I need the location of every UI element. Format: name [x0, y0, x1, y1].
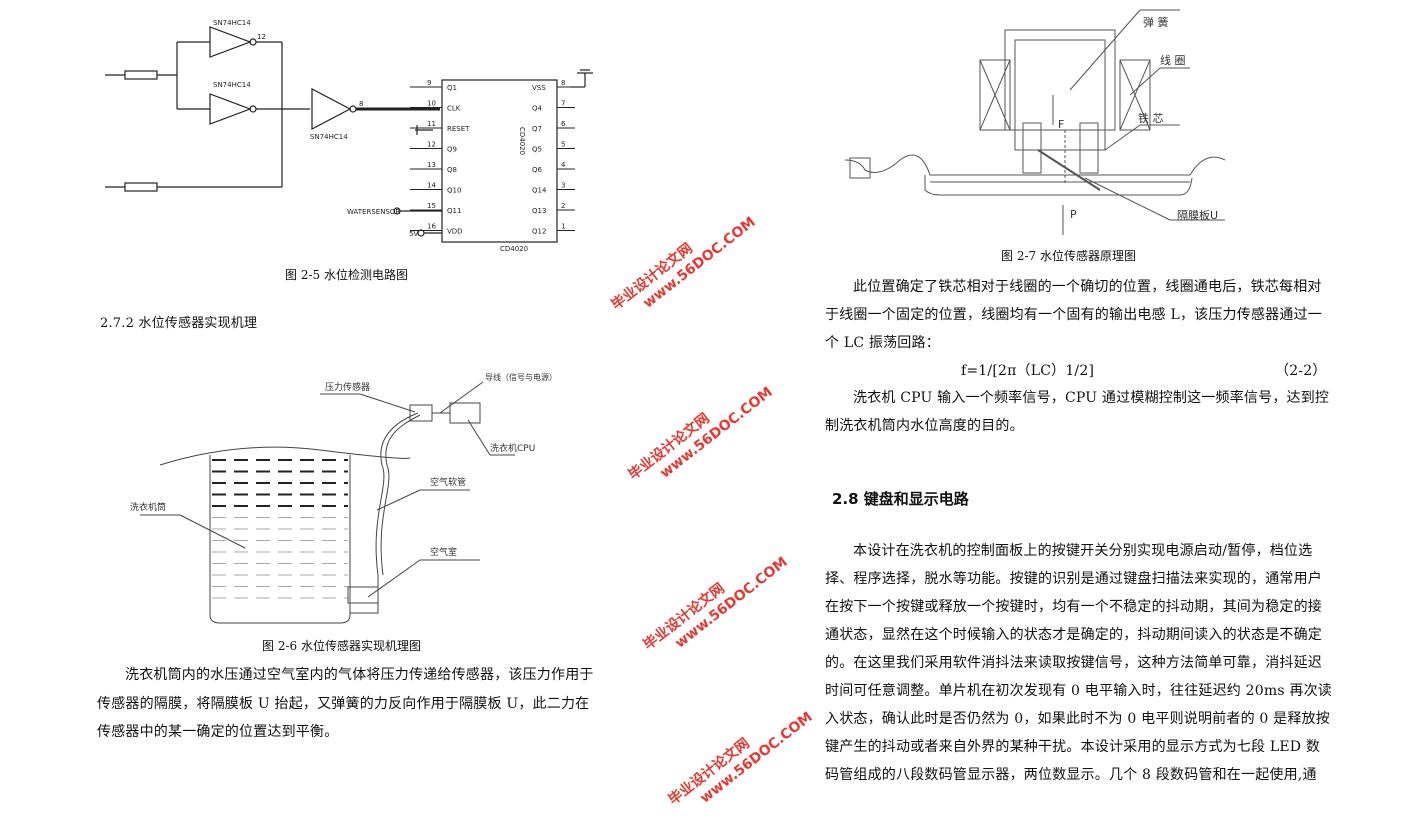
text-line: 键产生的抖动或者来自外界的某种干扰。本设计采用的显示方式为七段 LED 数 [825, 739, 1321, 755]
text-line: 时间可任意调整。单片机在初次发现有 0 电平输入时，往往延迟约 20ms 再次读 [825, 683, 1332, 699]
pin-number: 4 [561, 161, 566, 169]
section-2-8-heading: 2.8 键盘和显示电路 [832, 490, 969, 508]
chip-bottom-label: CD4020 [500, 245, 528, 253]
pin-label: Q12 [532, 228, 546, 236]
label-diaphragm-plate: 隔膜板U [1177, 208, 1218, 222]
pin-number: 6 [561, 120, 566, 128]
pin-label: Q1 [447, 84, 457, 92]
pin-label: Q9 [447, 146, 457, 154]
pin-label: Q11 [447, 207, 461, 215]
figure-2-6-diagram: 压力传感器 导线（信号与电源） 洗衣机CPU 空气软管 洗衣机筒 空气室 [130, 372, 557, 624]
label-pressure-p: P [1070, 208, 1077, 221]
pin-label: Q10 [447, 187, 461, 195]
pin-number: 14 [427, 182, 436, 190]
5v-label: 5V [409, 230, 418, 238]
pin-number: 2 [561, 202, 565, 210]
text-line: 通状态，显然在这个时候输入的状态才是确定的，抖动期间读入的状态是不确定 [825, 627, 1322, 643]
figure-2-6-caption: 图 2-6 水位传感器实现机理图 [262, 639, 421, 653]
chip-name: CD4020 [518, 127, 526, 155]
figure-2-7-diagram: 弹 簧 线 圈 铁 芯 隔膜板U F P [844, 9, 1226, 235]
pin-number: 10 [427, 100, 436, 108]
pin-8: 8 [359, 100, 363, 108]
text-line: 传感器中的某一确定的位置达到平衡。 [97, 724, 339, 740]
formula-number: （2-2） [1275, 363, 1327, 379]
text-line: 洗衣机 CPU 输入一个频率信号，CPU 通过模糊控制这一频率信号，达到控 [853, 390, 1330, 406]
label-tub: 洗衣机筒 [130, 501, 166, 513]
watermark-url: www.56DOC.COM [640, 214, 759, 312]
text-line: 个 LC 振荡回路： [825, 335, 940, 351]
text-line: 制洗衣机筒内水位高度的目的。 [825, 418, 1024, 434]
label-pressure-sensor: 压力传感器 [325, 381, 370, 393]
section-2-7-2-heading: 2.7.2 水位传感器实现机理 [100, 316, 258, 331]
watersensor-label: WATERSENSOR [347, 208, 400, 216]
pin-label: Q8 [447, 166, 457, 174]
gate3-label: SN74HC14 [310, 133, 348, 141]
pin-number: 5 [561, 141, 565, 149]
label-force-f: F [1058, 118, 1064, 131]
pin-number: 11 [427, 120, 436, 128]
pin-label: Q5 [532, 146, 542, 154]
label-cpu: 洗衣机CPU [490, 442, 535, 454]
watermark-url: www.56DOC.COM [697, 709, 816, 807]
pin-number: 15 [427, 202, 436, 210]
text-line: 于线圈一个固定的位置，线圈均有一个固有的输出电感 L，该压力传感器通过一 [825, 307, 1322, 323]
pin-label: VSS [532, 84, 546, 92]
gate2-label: SN74HC14 [213, 81, 251, 89]
pin-label: CLK [447, 105, 461, 113]
figure-2-5-circuit: SN74HC14 SN74HC14 SN74HC14 12 8 WATERSEN… [105, 19, 593, 253]
text-line: 此位置确定了铁芯相对于线圈的一个确切的位置，线圈通电后，铁芯每相对 [853, 279, 1322, 295]
formula: f=1/[2π（LC）1/2] [961, 363, 1095, 379]
figure-2-5-caption: 图 2-5 水位检测电路图 [285, 268, 408, 282]
pin-label: Q14 [532, 187, 547, 195]
text-line: 在按下一个按键或释放一个按键时，均有一个不稳定的抖动期，其间为稳定的接 [825, 599, 1322, 615]
pin-number: 9 [427, 79, 431, 87]
label-coil: 线 圈 [1160, 53, 1186, 67]
text-line: 洗衣机筒内的水压通过空气室内的气体将压力传递给传感器，该压力作用于 [125, 667, 594, 683]
pin-number: 12 [427, 141, 436, 149]
label-spring: 弹 簧 [1143, 15, 1169, 29]
pin-number: 8 [561, 79, 565, 87]
figure-2-7-caption: 图 2-7 水位传感器原理图 [1001, 249, 1136, 263]
label-iron-core: 铁 芯 [1138, 111, 1164, 125]
text-line: 的。在这里我们采用软件消抖法来读取按键信号，这种方法简单可靠，消抖延迟 [825, 655, 1322, 671]
watermark-url: www.56DOC.COM [657, 384, 776, 482]
text-line: 码管组成的八段数码管显示器，两位数显示。几个 8 段数码管和在一起使用,通 [825, 767, 1317, 783]
text-line: 择、程序选择，脱水等功能。按键的识别是通过键盘扫描法来实现的，通常用户 [825, 571, 1322, 587]
gate1-label: SN74HC14 [213, 19, 251, 27]
pin-number: 1 [561, 223, 565, 231]
pin-label: RESET [447, 125, 470, 133]
pin-number: 16 [427, 223, 436, 231]
label-wire: 导线（信号与电源） [485, 372, 557, 382]
pin-label: Q6 [532, 166, 543, 174]
watermark-url: www.56DOC.COM [672, 554, 791, 652]
pin-label: Q7 [532, 125, 542, 133]
label-hose: 空气软管 [430, 476, 466, 488]
label-air-chamber: 空气室 [430, 546, 457, 558]
pin-number: 13 [427, 161, 436, 169]
pin-label: Q4 [532, 105, 543, 113]
pin-label: VDD [447, 228, 463, 236]
pin-12: 12 [257, 33, 266, 41]
pin-number: 3 [561, 182, 565, 190]
text-line: 入状态，确认此时是否仍然为 0，如果此时不为 0 电平则说明前者的 0 是释放按 [825, 711, 1330, 727]
pin-number: 7 [561, 100, 565, 108]
text-line: 传感器的隔膜，将隔膜板 U 抬起，又弹簧的力反向作用于隔膜板 U，此二力在 [97, 696, 590, 712]
pin-label: Q13 [532, 207, 546, 215]
text-line: 本设计在洗衣机的控制面板上的按键开关分别实现电源启动/暂停，档位选 [853, 543, 1313, 559]
